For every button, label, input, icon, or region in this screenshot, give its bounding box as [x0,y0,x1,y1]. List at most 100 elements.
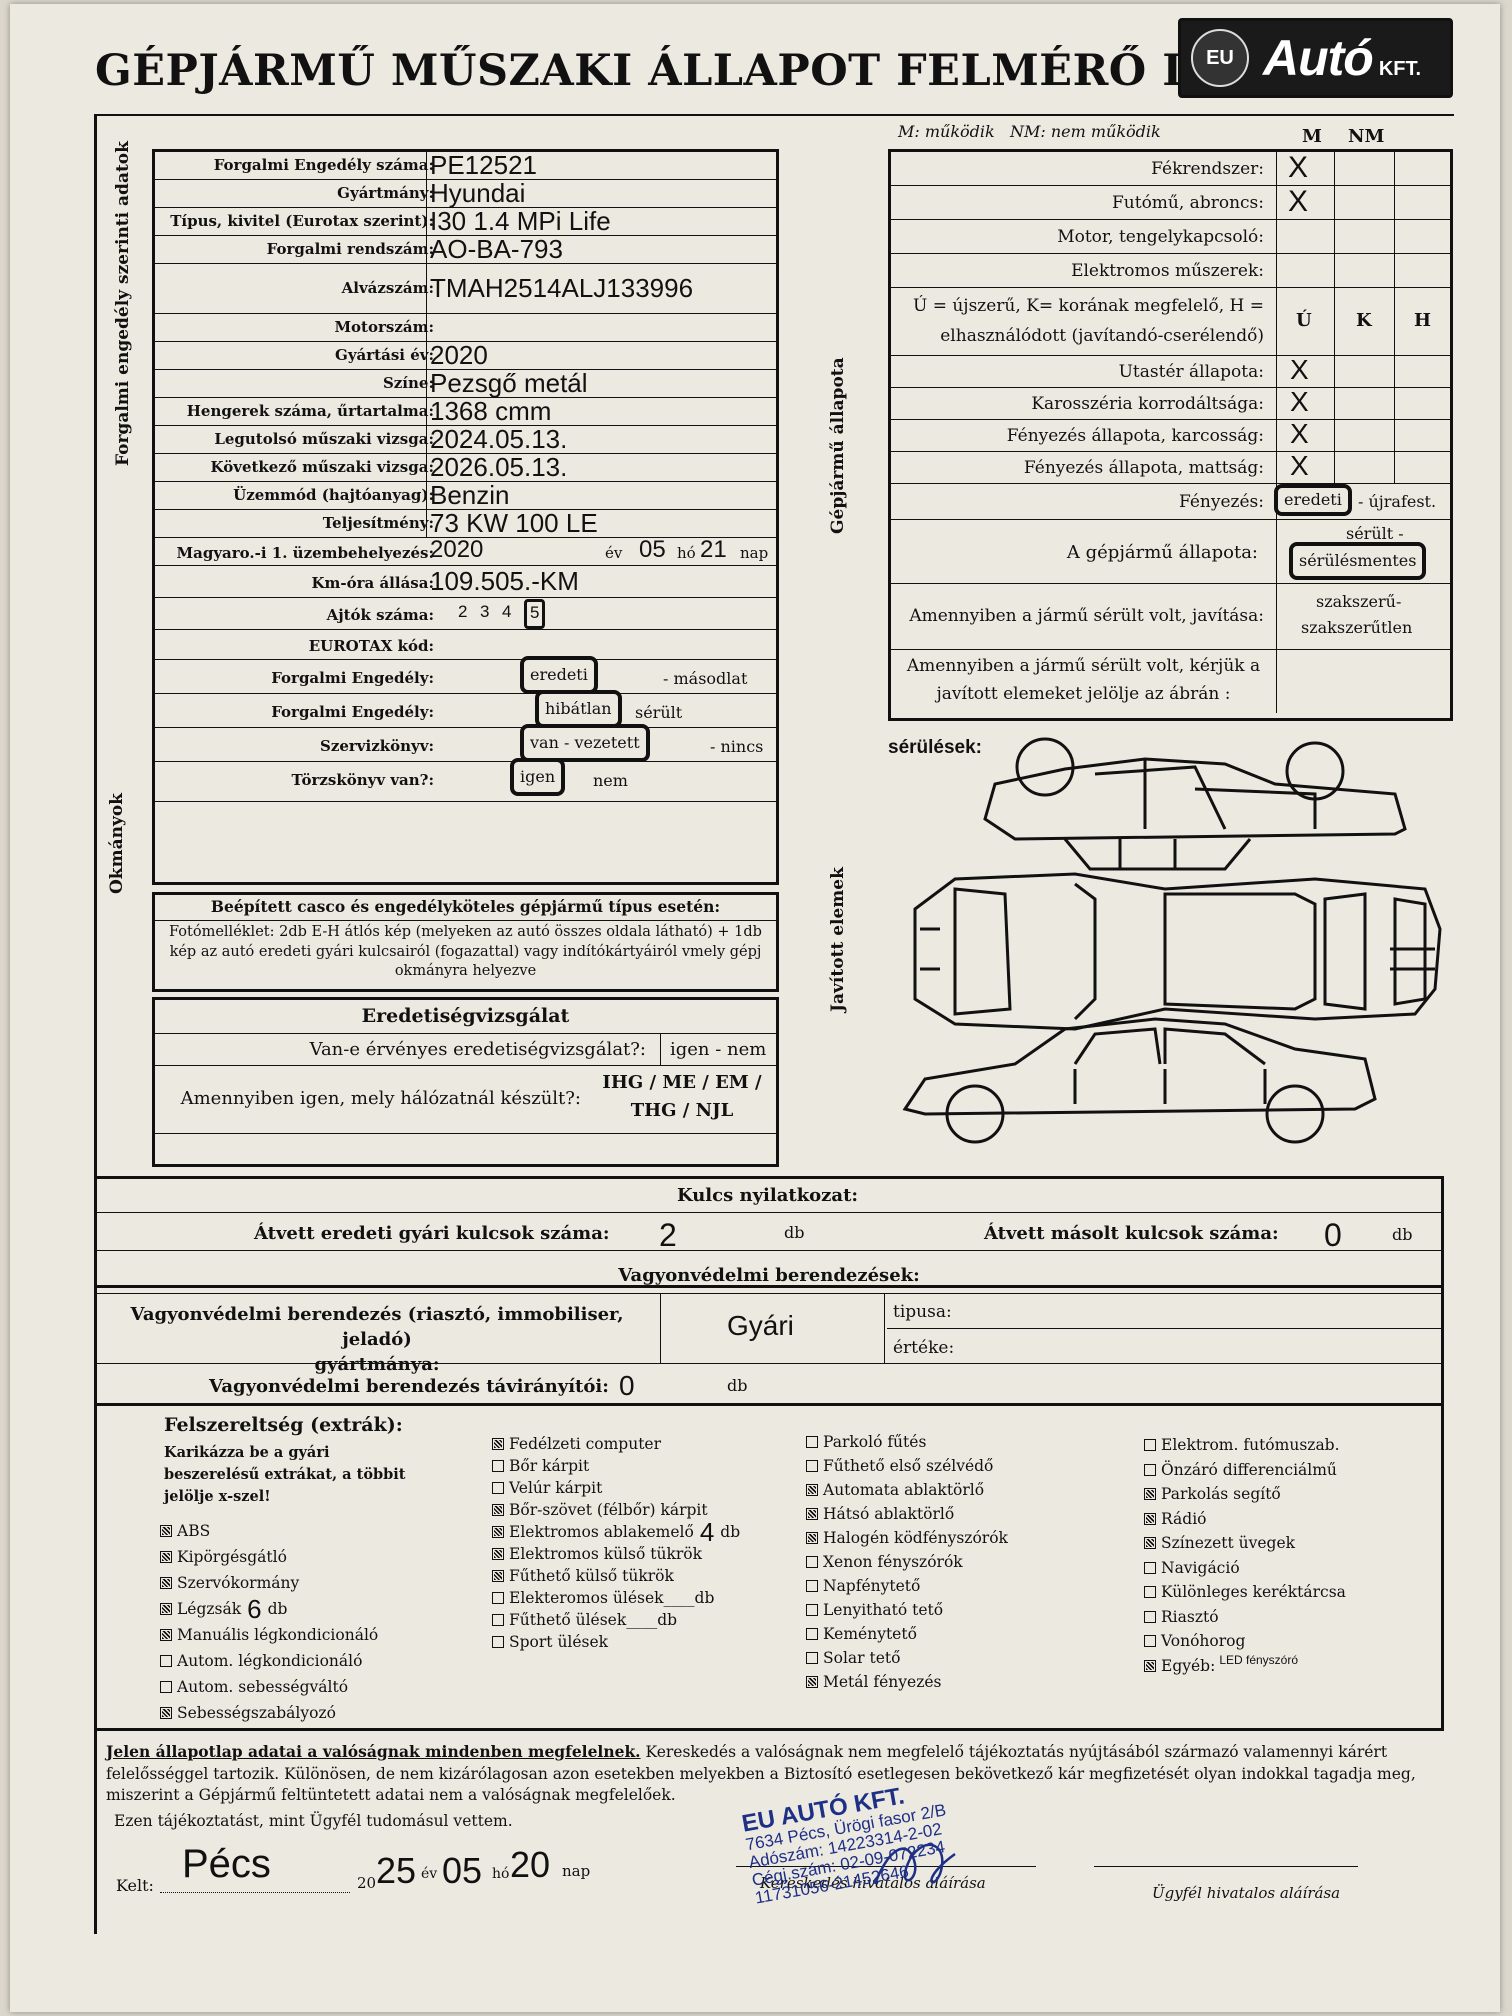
allapota-selected[interactable]: sérülésmentes [1289,542,1427,580]
checkbox-icon[interactable] [806,1460,818,1472]
car-diagram[interactable] [895,729,1455,1169]
checkbox-icon[interactable] [806,1580,818,1592]
fenyezes-rest[interactable]: - újrafest. [1358,492,1437,511]
extra-item[interactable]: Bőr kárpit [492,1455,740,1477]
checkbox-icon[interactable] [806,1652,818,1664]
checkbox-icon[interactable] [806,1556,818,1568]
vehicle-field-value[interactable]: 2024.05.13. [430,424,568,454]
extra-item[interactable]: Xenon fényszórók [806,1550,1008,1574]
extra-item[interactable]: Rádió [1144,1507,1346,1532]
extra-item[interactable]: Szervókormány [160,1570,378,1596]
extra-item[interactable]: Egyéb:LED fényszóró [1144,1653,1346,1679]
checkbox-icon[interactable] [492,1614,504,1626]
condition-mark[interactable]: X [1288,151,1309,184]
doc-rest[interactable]: sérült [635,703,683,722]
extra-item[interactable]: Sebességszabályozó [160,1700,378,1726]
checkbox-icon[interactable] [492,1460,504,1472]
extra-item[interactable]: Kipörgésgátló [160,1544,378,1570]
keys-orig-value[interactable]: 2 [659,1217,677,1253]
doc-selected[interactable]: hibátlan [535,690,622,728]
checkbox-icon[interactable] [160,1707,172,1719]
doc-selected[interactable]: van - vezetett [520,724,650,762]
extra-item[interactable]: Autom. légkondicionáló [160,1648,378,1674]
vehicle-field-value[interactable]: 2026.05.13. [430,452,568,482]
doc-rest[interactable]: - nincs [710,737,764,756]
extra-item[interactable]: Fűthető külső tükrök [492,1565,740,1587]
vehicle-field-value[interactable]: 73 KW 100 LE [430,508,598,538]
door-option[interactable]: 5 [524,599,546,629]
condition-mark[interactable]: X [1290,450,1309,481]
extra-item[interactable]: Riasztó [1144,1605,1346,1630]
checkbox-icon[interactable] [806,1436,818,1448]
vehicle-field-value[interactable]: PE12521 [430,150,537,180]
extra-item[interactable]: Autom. sebességváltó [160,1674,378,1700]
extra-item[interactable]: Parkoló fűtés [806,1430,1008,1454]
extra-item[interactable]: Fűthető ülések____db [492,1609,740,1631]
checkbox-icon[interactable] [492,1548,504,1560]
checkbox-icon[interactable] [1144,1488,1156,1501]
checkbox-icon[interactable] [492,1482,504,1494]
checkbox-icon[interactable] [1144,1512,1156,1525]
extra-item[interactable]: Napfénytető [806,1574,1008,1598]
checkbox-icon[interactable] [492,1526,504,1538]
extra-item[interactable]: Vonóhorog [1144,1629,1346,1654]
checkbox-icon[interactable] [492,1636,504,1648]
km-value[interactable]: 109.505.-KM [430,566,579,596]
extra-item[interactable]: Különleges keréktárcsa [1144,1580,1346,1605]
extra-item[interactable]: Velúr kárpit [492,1477,740,1499]
checkbox-icon[interactable] [1144,1659,1156,1672]
extra-item[interactable]: Fűthető első szélvédő [806,1454,1008,1478]
extra-item[interactable]: Bőr-szövet (félbőr) kárpit [492,1499,740,1521]
door-option[interactable]: 4 [502,602,512,621]
doc-rest[interactable]: - másodlat [663,669,748,688]
doc-selected[interactable]: eredeti [520,656,598,694]
checkbox-icon[interactable] [160,1525,172,1537]
checkbox-icon[interactable] [492,1592,504,1604]
javitas-opt1[interactable]: szakszerű- [1316,592,1402,611]
extra-item[interactable]: Solar tető [806,1646,1008,1670]
condition-mark[interactable]: X [1290,418,1309,449]
sign-month[interactable]: 05 [442,1850,483,1891]
security-maker-value[interactable]: Gyári [727,1310,794,1341]
first-reg-month[interactable]: 05 [639,536,666,563]
checkbox-icon[interactable] [806,1676,818,1688]
javitas-opt2[interactable]: szakszerűtlen [1301,618,1413,637]
sign-city[interactable]: Pécs [182,1842,271,1886]
door-option[interactable]: 2 [458,602,468,621]
sign-day[interactable]: 20 [510,1844,551,1885]
condition-mark[interactable]: X [1290,354,1309,385]
extra-item[interactable]: Sport ülések [492,1631,740,1653]
checkbox-icon[interactable] [1144,1635,1156,1648]
checkbox-icon[interactable] [806,1508,818,1520]
checkbox-icon[interactable] [1144,1439,1156,1452]
extra-item[interactable]: Automata ablaktörlő [806,1478,1008,1502]
extra-item[interactable]: Önzáró differenciálmű [1144,1458,1346,1483]
checkbox-icon[interactable] [160,1603,172,1615]
extra-item[interactable]: ABS [160,1518,378,1544]
extra-item[interactable]: Halogén ködfényszórók [806,1526,1008,1550]
checkbox-icon[interactable] [492,1504,504,1516]
fenyezes-selected[interactable]: eredeti [1274,484,1352,516]
checkbox-icon[interactable] [1144,1537,1156,1550]
checkbox-icon[interactable] [806,1628,818,1640]
first-reg-year[interactable]: 2020 [430,536,484,563]
checkbox-icon[interactable] [806,1484,818,1496]
extra-item[interactable]: Manuális légkondicionáló [160,1622,378,1648]
vehicle-field-value[interactable]: Benzin [430,480,510,510]
vehicle-field-value[interactable]: 1368 cmm [430,396,552,426]
extra-item[interactable]: Keménytető [806,1622,1008,1646]
checkbox-icon[interactable] [806,1604,818,1616]
checkbox-icon[interactable] [160,1551,172,1563]
doc-rest[interactable]: nem [593,771,628,790]
checkbox-icon[interactable] [160,1629,172,1641]
extra-item[interactable]: Metál fényezés [806,1670,1008,1694]
vehicle-field-value[interactable]: TMAH2514ALJ133996 [430,273,694,303]
checkbox-icon[interactable] [160,1577,172,1589]
extra-item[interactable]: Elekteromos ülések____db [492,1587,740,1609]
extra-item[interactable]: Parkolás segítő [1144,1482,1346,1507]
extra-item[interactable]: Navigáció [1144,1556,1346,1581]
checkbox-icon[interactable] [1144,1463,1156,1476]
extra-count[interactable]: 4 [699,1516,715,1547]
checkbox-icon[interactable] [806,1532,818,1544]
checkbox-icon[interactable] [160,1681,172,1693]
